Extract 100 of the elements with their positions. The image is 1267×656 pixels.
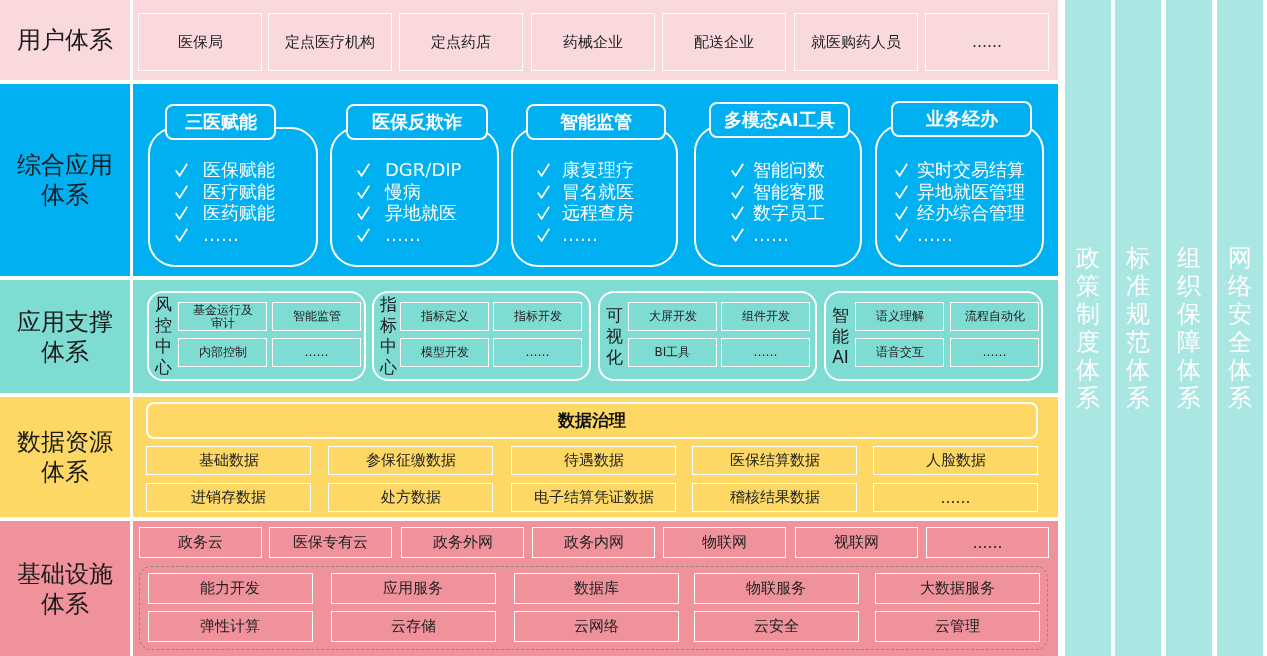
item-box: 流程自动化 xyxy=(950,302,1039,331)
item-box: …… xyxy=(272,338,361,367)
item-box: 模型开发 xyxy=(400,338,489,367)
list-item: …… xyxy=(917,223,953,246)
item-box: …… xyxy=(925,13,1049,71)
item-box: 云网络 xyxy=(513,610,679,642)
panel-title: 风控中心 xyxy=(154,294,173,378)
item-box: 应用服务 xyxy=(330,572,496,604)
vertical-band xyxy=(1115,0,1161,656)
list-item: …… xyxy=(385,223,421,246)
panel-title: 智能AI xyxy=(831,304,850,368)
item-box: 医保专有云 xyxy=(269,527,392,558)
list-item: 慢病 xyxy=(385,180,421,203)
rounded-panel xyxy=(147,291,366,381)
item-box: 云管理 xyxy=(874,610,1040,642)
item-box: 视联网 xyxy=(795,527,918,558)
item-box: 药械企业 xyxy=(531,13,655,71)
band-title: 网络安全体系 xyxy=(1227,244,1253,412)
rounded-panel xyxy=(598,291,817,381)
tabbed-card xyxy=(330,104,499,267)
header-bar: 数据治理 xyxy=(146,402,1038,439)
list-item: DGR/DIP xyxy=(385,159,462,181)
band-title: 标准规范体系 xyxy=(1125,244,1151,412)
list-item: 医药赋能 xyxy=(203,202,275,224)
item-box: 配送企业 xyxy=(662,13,786,71)
item-box: 语音交互 xyxy=(855,338,944,367)
list-item: 经办综合管理 xyxy=(917,202,1025,224)
item-box: 就医购药人员 xyxy=(794,13,918,71)
item-box: 组件开发 xyxy=(721,302,810,331)
item-box: 语义理解 xyxy=(855,302,944,331)
layer-band xyxy=(0,84,1058,276)
item-box: 电子结算凭证数据 xyxy=(511,483,676,512)
layer-label: 数据资源体系 xyxy=(16,427,114,487)
vertical-band xyxy=(1065,0,1111,656)
item-box: 指标定义 xyxy=(400,302,489,331)
item-box: 大屏开发 xyxy=(628,302,717,331)
band-title: 政策制度体系 xyxy=(1075,244,1101,412)
rounded-panel xyxy=(824,291,1043,381)
layer-band xyxy=(0,0,1058,80)
list-item: 医保赋能 xyxy=(203,159,275,181)
item-box: BI工具 xyxy=(628,338,717,367)
layer-band xyxy=(0,521,1058,656)
layer-label: 基础设施体系 xyxy=(16,558,114,619)
list-item: 智能客服 xyxy=(753,180,825,203)
layer-band xyxy=(0,397,1058,517)
item-box: 大数据服务 xyxy=(874,572,1040,604)
list-item: 医疗赋能 xyxy=(203,180,275,203)
list-item: 异地就医管理 xyxy=(917,180,1025,203)
item-box: 医保结算数据 xyxy=(692,446,857,475)
card-heading: 智能监管 xyxy=(559,110,633,134)
item-box: 数据库 xyxy=(513,572,679,604)
item-box: 智能监管 xyxy=(272,302,361,331)
panel-title: 可视化 xyxy=(605,304,624,368)
list-item: …… xyxy=(203,223,239,246)
item-box: 稽核结果数据 xyxy=(692,483,857,512)
card-heading: 医保反欺诈 xyxy=(371,110,463,134)
dashed-frame xyxy=(139,566,1048,650)
list-item: …… xyxy=(753,223,789,246)
item-box: 定点药店 xyxy=(399,13,523,71)
list-item: 智能问数 xyxy=(753,159,825,181)
list-item: 康复理疗 xyxy=(562,159,634,181)
card-heading: 三医赋能 xyxy=(183,110,258,134)
vertical-band xyxy=(1217,0,1263,656)
tabbed-card xyxy=(875,101,1044,267)
list-item: 实时交易结算 xyxy=(917,159,1025,181)
card-heading: 业务经办 xyxy=(924,107,999,131)
item-box: 人脸数据 xyxy=(873,446,1038,475)
item-box: 内部控制 xyxy=(178,338,267,367)
item-box: 政务外网 xyxy=(401,527,524,558)
vertical-band xyxy=(1166,0,1212,656)
list-item: 数字员工 xyxy=(753,202,825,224)
item-box: …… xyxy=(950,338,1039,367)
layer-label: 综合应用体系 xyxy=(16,150,114,210)
item-box: 云安全 xyxy=(693,610,859,642)
layer-label: 用户体系 xyxy=(16,25,114,55)
list-item: 冒名就医 xyxy=(562,180,634,203)
item-box: 指标开发 xyxy=(493,302,582,331)
item-box: 基金运行及审计 xyxy=(178,302,267,331)
item-box: 政务内网 xyxy=(532,527,655,558)
list-item: 远程查房 xyxy=(562,202,634,224)
tabbed-card xyxy=(148,104,318,267)
item-box: …… xyxy=(926,527,1049,558)
item-box: 参保征缴数据 xyxy=(328,446,493,475)
item-box: …… xyxy=(721,338,810,367)
item-box: 待遇数据 xyxy=(511,446,676,475)
item-box: 能力开发 xyxy=(147,572,313,604)
item-box: 基础数据 xyxy=(146,446,311,475)
layer-band xyxy=(0,280,1058,393)
item-box: 定点医疗机构 xyxy=(268,13,392,71)
list-item: …… xyxy=(562,223,598,246)
item-box: …… xyxy=(873,483,1038,512)
item-box: …… xyxy=(493,338,582,367)
tabbed-card xyxy=(511,104,678,267)
item-box: 政务云 xyxy=(139,527,262,558)
card-heading: 多模态AI工具 xyxy=(723,108,836,132)
list-item: 异地就医 xyxy=(385,202,457,224)
item-box: 物联服务 xyxy=(693,572,859,604)
layer-label: 应用支撑体系 xyxy=(16,306,114,367)
rounded-panel xyxy=(372,291,591,381)
panel-title: 指标中心 xyxy=(379,294,398,378)
